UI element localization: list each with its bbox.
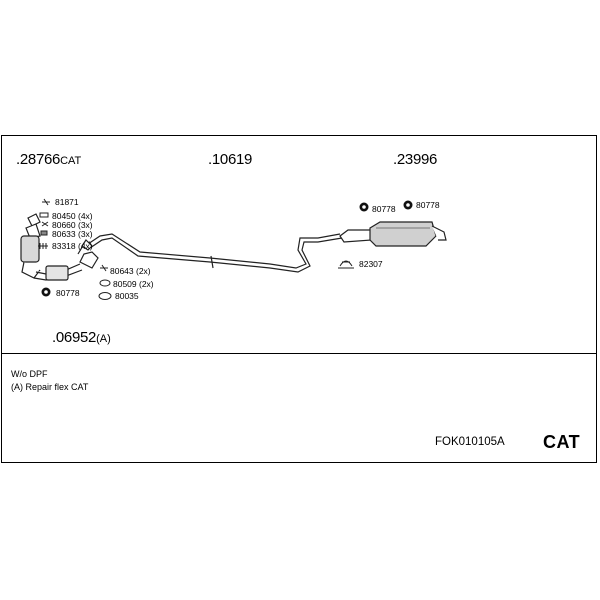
part-label: 80509 (2x) (113, 279, 154, 289)
part-label: 80643 (2x) (110, 266, 151, 276)
part-label: 80633 (3x) (52, 229, 93, 239)
rubber-mount-icon (41, 200, 413, 297)
section-divider (1, 353, 597, 354)
middle-pipe-drawing (81, 233, 343, 273)
note-line: (A) Repair flex CAT (11, 382, 89, 392)
group-label-catalyst: .28766CAT (16, 152, 81, 167)
group-label-repair-flex: .06952(A) (52, 330, 111, 345)
catalytic-converter-drawing (20, 213, 99, 281)
diagram-frame (1, 135, 597, 463)
part-label: 80778 (56, 288, 80, 298)
kit-code: FOK010105A (435, 436, 505, 448)
part-label: 80778 (372, 204, 396, 214)
group-suffix: (A) (96, 333, 111, 345)
part-label: 80035 (115, 291, 139, 301)
group-number: .10619 (208, 151, 253, 168)
rear-muffler-drawing (339, 221, 447, 247)
part-label: 82307 (359, 259, 383, 269)
part-label: 80660 (3x) (52, 220, 93, 230)
part-label: 83318 (4x) (52, 241, 93, 251)
part-label: 81871 (55, 197, 79, 207)
group-number: .06952 (52, 329, 97, 346)
group-number: .23996 (393, 151, 438, 168)
group-number: .28766 (16, 151, 61, 168)
kit-type-tag: CAT (543, 432, 581, 452)
group-label-rear-muffler: .23996 (393, 152, 437, 167)
part-label: 80778 (416, 200, 440, 210)
group-suffix: CAT (60, 155, 82, 167)
group-label-middle-pipe: .10619 (208, 152, 252, 167)
note-line: W/o DPF (11, 369, 48, 379)
part-label: 80450 (4x) (52, 211, 93, 221)
hardware-icons (38, 198, 354, 300)
